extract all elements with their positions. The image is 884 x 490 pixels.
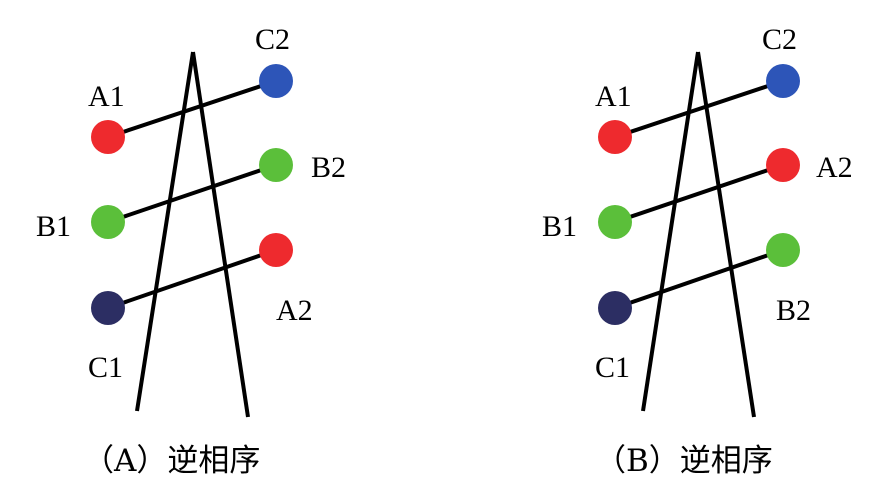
label-b2: B2 bbox=[776, 294, 811, 327]
connector-bottom bbox=[614, 248, 784, 310]
node-a1 bbox=[91, 120, 125, 154]
label-a1: A1 bbox=[595, 80, 632, 113]
node-c2 bbox=[766, 64, 800, 98]
label-c2: C2 bbox=[762, 23, 797, 56]
node-a2 bbox=[766, 148, 800, 182]
tower-left-leg bbox=[135, 51, 195, 412]
label-b1: B1 bbox=[36, 210, 71, 243]
label-c1: C1 bbox=[595, 351, 630, 384]
connector-top bbox=[614, 79, 784, 139]
connector-middle bbox=[614, 163, 784, 224]
connector-middle bbox=[107, 163, 277, 224]
node-c1 bbox=[91, 291, 125, 325]
label-b1: B1 bbox=[542, 210, 577, 243]
tower-right-leg bbox=[191, 51, 250, 418]
label-a2: A2 bbox=[816, 151, 853, 184]
tower-left-leg bbox=[641, 51, 700, 412]
label-b2: B2 bbox=[311, 151, 346, 184]
node-a1 bbox=[598, 120, 632, 154]
caption-b: （B）逆相序 bbox=[595, 443, 773, 479]
connector-top bbox=[107, 79, 277, 139]
node-b2 bbox=[766, 233, 800, 267]
node-c2 bbox=[259, 64, 293, 98]
node-b1 bbox=[598, 205, 632, 239]
tower-right-leg bbox=[696, 51, 756, 418]
label-a1: A1 bbox=[88, 80, 125, 113]
node-a2 bbox=[259, 233, 293, 267]
panel-a: A1 B1 C1 C2 B2 A2 （A）逆相序 bbox=[36, 23, 346, 479]
caption-a: （A）逆相序 bbox=[83, 443, 260, 479]
label-a2: A2 bbox=[276, 294, 313, 327]
connector-bottom bbox=[107, 248, 277, 310]
label-c2: C2 bbox=[255, 23, 290, 56]
node-b1 bbox=[91, 205, 125, 239]
node-c1 bbox=[598, 291, 632, 325]
label-c1: C1 bbox=[88, 351, 123, 384]
panel-b: A1 B1 C1 C2 A2 B2 （B）逆相序 bbox=[542, 23, 853, 479]
node-b2 bbox=[259, 148, 293, 182]
